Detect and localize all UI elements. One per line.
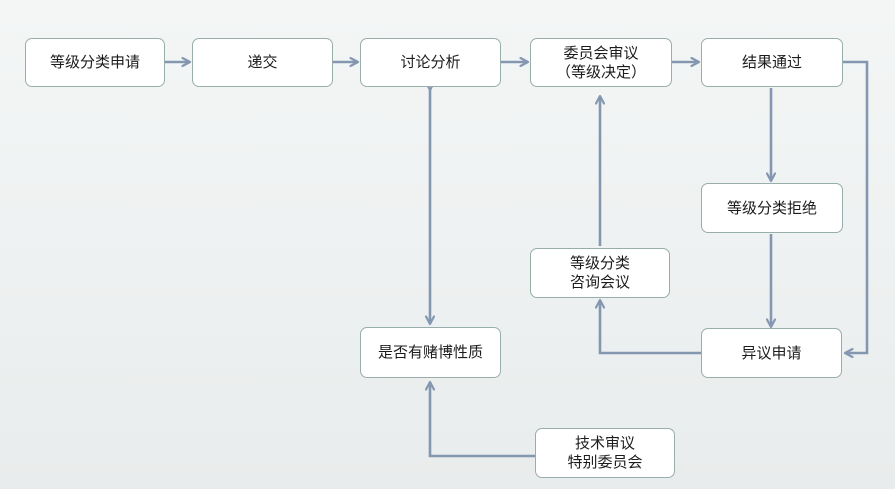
node-gambling-check: 是否有赌博性质 xyxy=(360,327,501,378)
arrow-objection-to-consult xyxy=(600,300,701,355)
node-committee-review: 委员会审议 （等级决定） xyxy=(530,38,672,87)
arrow-passed-to-objection xyxy=(843,60,869,353)
node-consultation-meeting: 等级分类 咨询会议 xyxy=(530,248,670,298)
arrow-tech-to-gambling xyxy=(430,382,535,458)
node-tech-review-committee: 技术审议 特别委员会 xyxy=(535,428,675,478)
node-result-passed: 结果通过 xyxy=(701,38,843,87)
node-grade-rejected: 等级分类拒绝 xyxy=(701,183,843,233)
node-submit: 递交 xyxy=(192,38,333,87)
node-objection-application: 异议申请 xyxy=(701,328,842,378)
node-discussion-analysis: 讨论分析 xyxy=(360,38,501,87)
node-grade-application: 等级分类申请 xyxy=(25,38,165,87)
